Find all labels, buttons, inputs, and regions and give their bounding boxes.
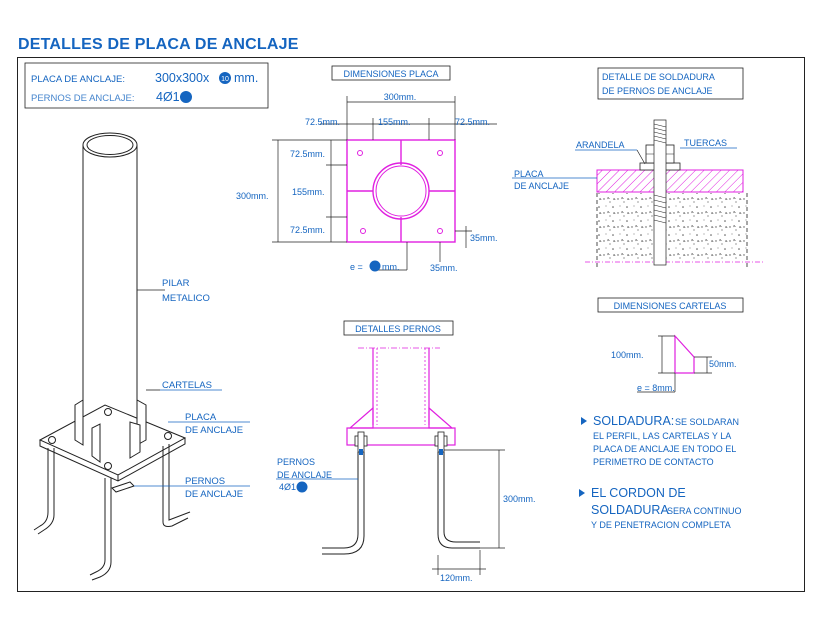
dim-edge-35-h: 35mm. (430, 263, 458, 273)
pernos-hook: 120mm. (440, 573, 473, 583)
sold-heading-1: DETALLE DE SOLDADURA (602, 72, 715, 82)
label-sold-de-anclaje: DE ANCLAJE (514, 181, 569, 191)
legend-badge-text: 10 (221, 76, 229, 83)
dim-placa-heading: DIMENSIONES PLACA (343, 69, 438, 79)
dim-v-300: 300mm. (236, 191, 269, 201)
cartelas-section: DIMENSIONES CARTELAS 100mm. 50mm. e = 8m… (597, 297, 744, 393)
label-cartelas: CARTELAS (162, 380, 212, 391)
label-arandela: ARANDELA (576, 140, 625, 150)
dim-left-725: 72.5mm. (305, 117, 340, 127)
dim-center-155: 155mm. (378, 117, 411, 127)
note2-big2: SOLDADURA (591, 503, 669, 517)
dim-thickness: e = (350, 262, 363, 272)
label-de-anclaje-1: DE ANCLAJE (185, 425, 243, 436)
soldadura-section: DETALLE DE SOLDADURA DE PERNOS DE ANCLAJ… (512, 67, 763, 268)
pernos-label: PERNOS (277, 457, 315, 467)
page-title: DETALLES DE PLACA DE ANCLAJE (18, 36, 299, 53)
dim-v-155: 155mm. (292, 187, 325, 197)
pernos-heading: DETALLES PERNOS (355, 324, 441, 334)
cartelas-h100: 100mm. (611, 350, 644, 360)
isometric-column (33, 132, 191, 581)
pernos-qty: 4Ø1 (279, 482, 296, 492)
pernos-len: 300mm. (503, 494, 536, 504)
label-de-anclaje-2: DE ANCLAJE (185, 489, 243, 500)
label-placa: PLACA (185, 412, 217, 423)
label-pilar: PILAR (162, 278, 190, 289)
note2-big: EL CORDON DE (591, 486, 686, 500)
legend-box: PLACA DE ANCLAJE: 300x300x 10 mm. PERNOS… (24, 62, 269, 109)
notes-section: SOLDADURA: SE SOLDARAN EL PERFIL, LAS CA… (579, 414, 742, 530)
legend-pernos-label: PERNOS DE ANCLAJE: (31, 93, 134, 104)
note2-a: SERA CONTINUO (667, 506, 742, 516)
pernos-de-anclaje: DE ANCLAJE (277, 470, 332, 480)
thickness-badge-icon (219, 72, 231, 84)
diameter-badge-icon-2 (296, 481, 308, 493)
label-tuercas: TUERCAS (684, 138, 727, 148)
note1-big: SOLDADURA: (593, 414, 674, 428)
note2-b: Y DE PENETRACION COMPLETA (591, 520, 731, 530)
note1-b: EL PERFIL, LAS CARTELAS Y LA (593, 431, 731, 441)
dim-thickness-end: mm. (382, 262, 400, 272)
sold-heading-2: DE PERNOS DE ANCLAJE (602, 86, 713, 96)
dim-edge-35-v: 35mm. (470, 233, 498, 243)
legend-pernos-value: 4Ø1 (156, 90, 180, 104)
diameter-badge-icon (180, 91, 192, 103)
pernos-section: DETALLES PERNOS 300mm. (276, 320, 536, 583)
legend-placa-label: PLACA DE ANCLAJE: (31, 74, 125, 85)
legend-placa-value-end: mm. (234, 71, 258, 85)
cartelas-thick: e = 8mm. (637, 383, 675, 393)
cartelas-h50: 50mm. (709, 359, 737, 369)
dim-right-725: 72.5mm. (455, 117, 490, 127)
legend-placa-value: 300x300x (155, 71, 210, 85)
bullet-icon (581, 417, 587, 425)
label-sold-placa: PLACA (514, 169, 544, 179)
label-pernos: PERNOS (185, 476, 225, 487)
note1-d: PERIMETRO DE CONTACTO (593, 457, 714, 467)
note1-a: SE SOLDARAN (675, 417, 739, 427)
note1-c: PLACA DE ANCLAJE EN TODO EL (593, 444, 736, 454)
label-metalico: METALICO (162, 293, 210, 304)
isometric-labels: PILAR METALICO CARTELAS PLACA DE ANCLAJE… (134, 278, 250, 500)
drawing-frame (17, 57, 805, 592)
thickness-badge-icon-2 (369, 260, 381, 272)
bullet-icon (579, 489, 585, 497)
dim-v-725-bot: 72.5mm. (290, 225, 325, 235)
dim-total-width: 300mm. (384, 92, 417, 102)
cartelas-heading: DIMENSIONES CARTELAS (614, 301, 727, 311)
dim-v-725-top: 72.5mm. (290, 149, 325, 159)
dim-placa-section: DIMENSIONES PLACA (236, 65, 498, 273)
